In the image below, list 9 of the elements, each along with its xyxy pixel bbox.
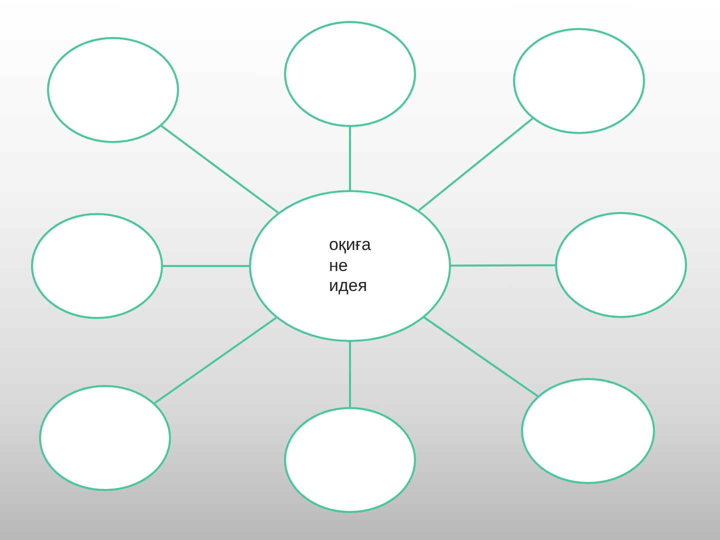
connector-line [154, 317, 277, 404]
connector-line [424, 316, 538, 397]
connector-line [451, 264, 555, 267]
connector-line [163, 265, 249, 267]
connector-line [160, 125, 279, 214]
connector-line [349, 127, 351, 190]
connector-line [349, 342, 351, 407]
topic-label: оқиға не идея [328, 235, 372, 297]
connector-line [418, 118, 534, 212]
